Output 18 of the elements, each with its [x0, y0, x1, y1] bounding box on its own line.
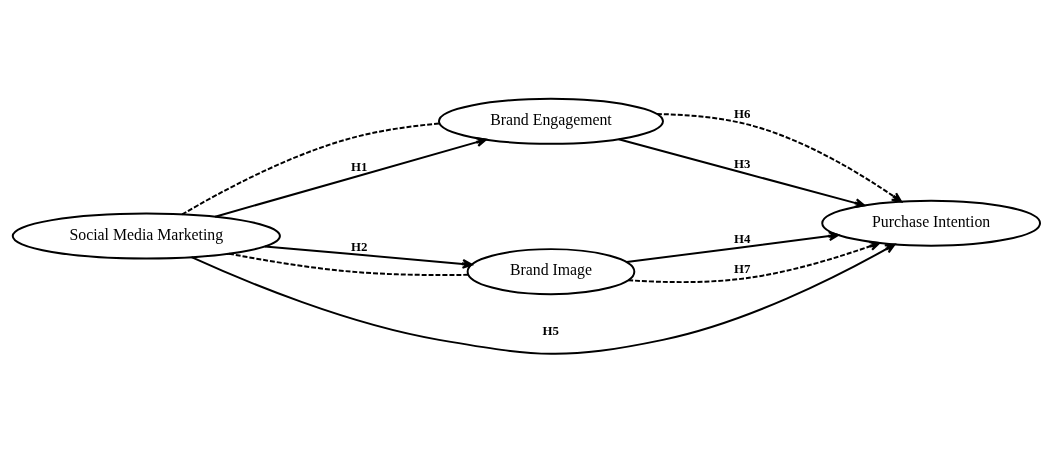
- edge-label: H3: [734, 157, 751, 172]
- edge-label: H1: [351, 160, 368, 175]
- arrow: [656, 113, 903, 203]
- edge-label: H4: [734, 232, 751, 247]
- arrow: [625, 231, 840, 264]
- arrow: [617, 138, 866, 208]
- connector: [228, 252, 470, 276]
- edge-label: H5: [542, 324, 559, 339]
- connector: [181, 122, 441, 216]
- node-ellipse: Social Media Marketing: [11, 212, 281, 260]
- edge-label: H6: [734, 106, 751, 121]
- edge-label: H7: [734, 262, 751, 277]
- arrow: [190, 243, 896, 355]
- node-ellipse: Brand Image: [466, 248, 636, 296]
- arrow: [627, 241, 881, 284]
- edge-label: H2: [351, 240, 368, 255]
- arrow: [263, 245, 473, 269]
- arrow: [214, 137, 487, 218]
